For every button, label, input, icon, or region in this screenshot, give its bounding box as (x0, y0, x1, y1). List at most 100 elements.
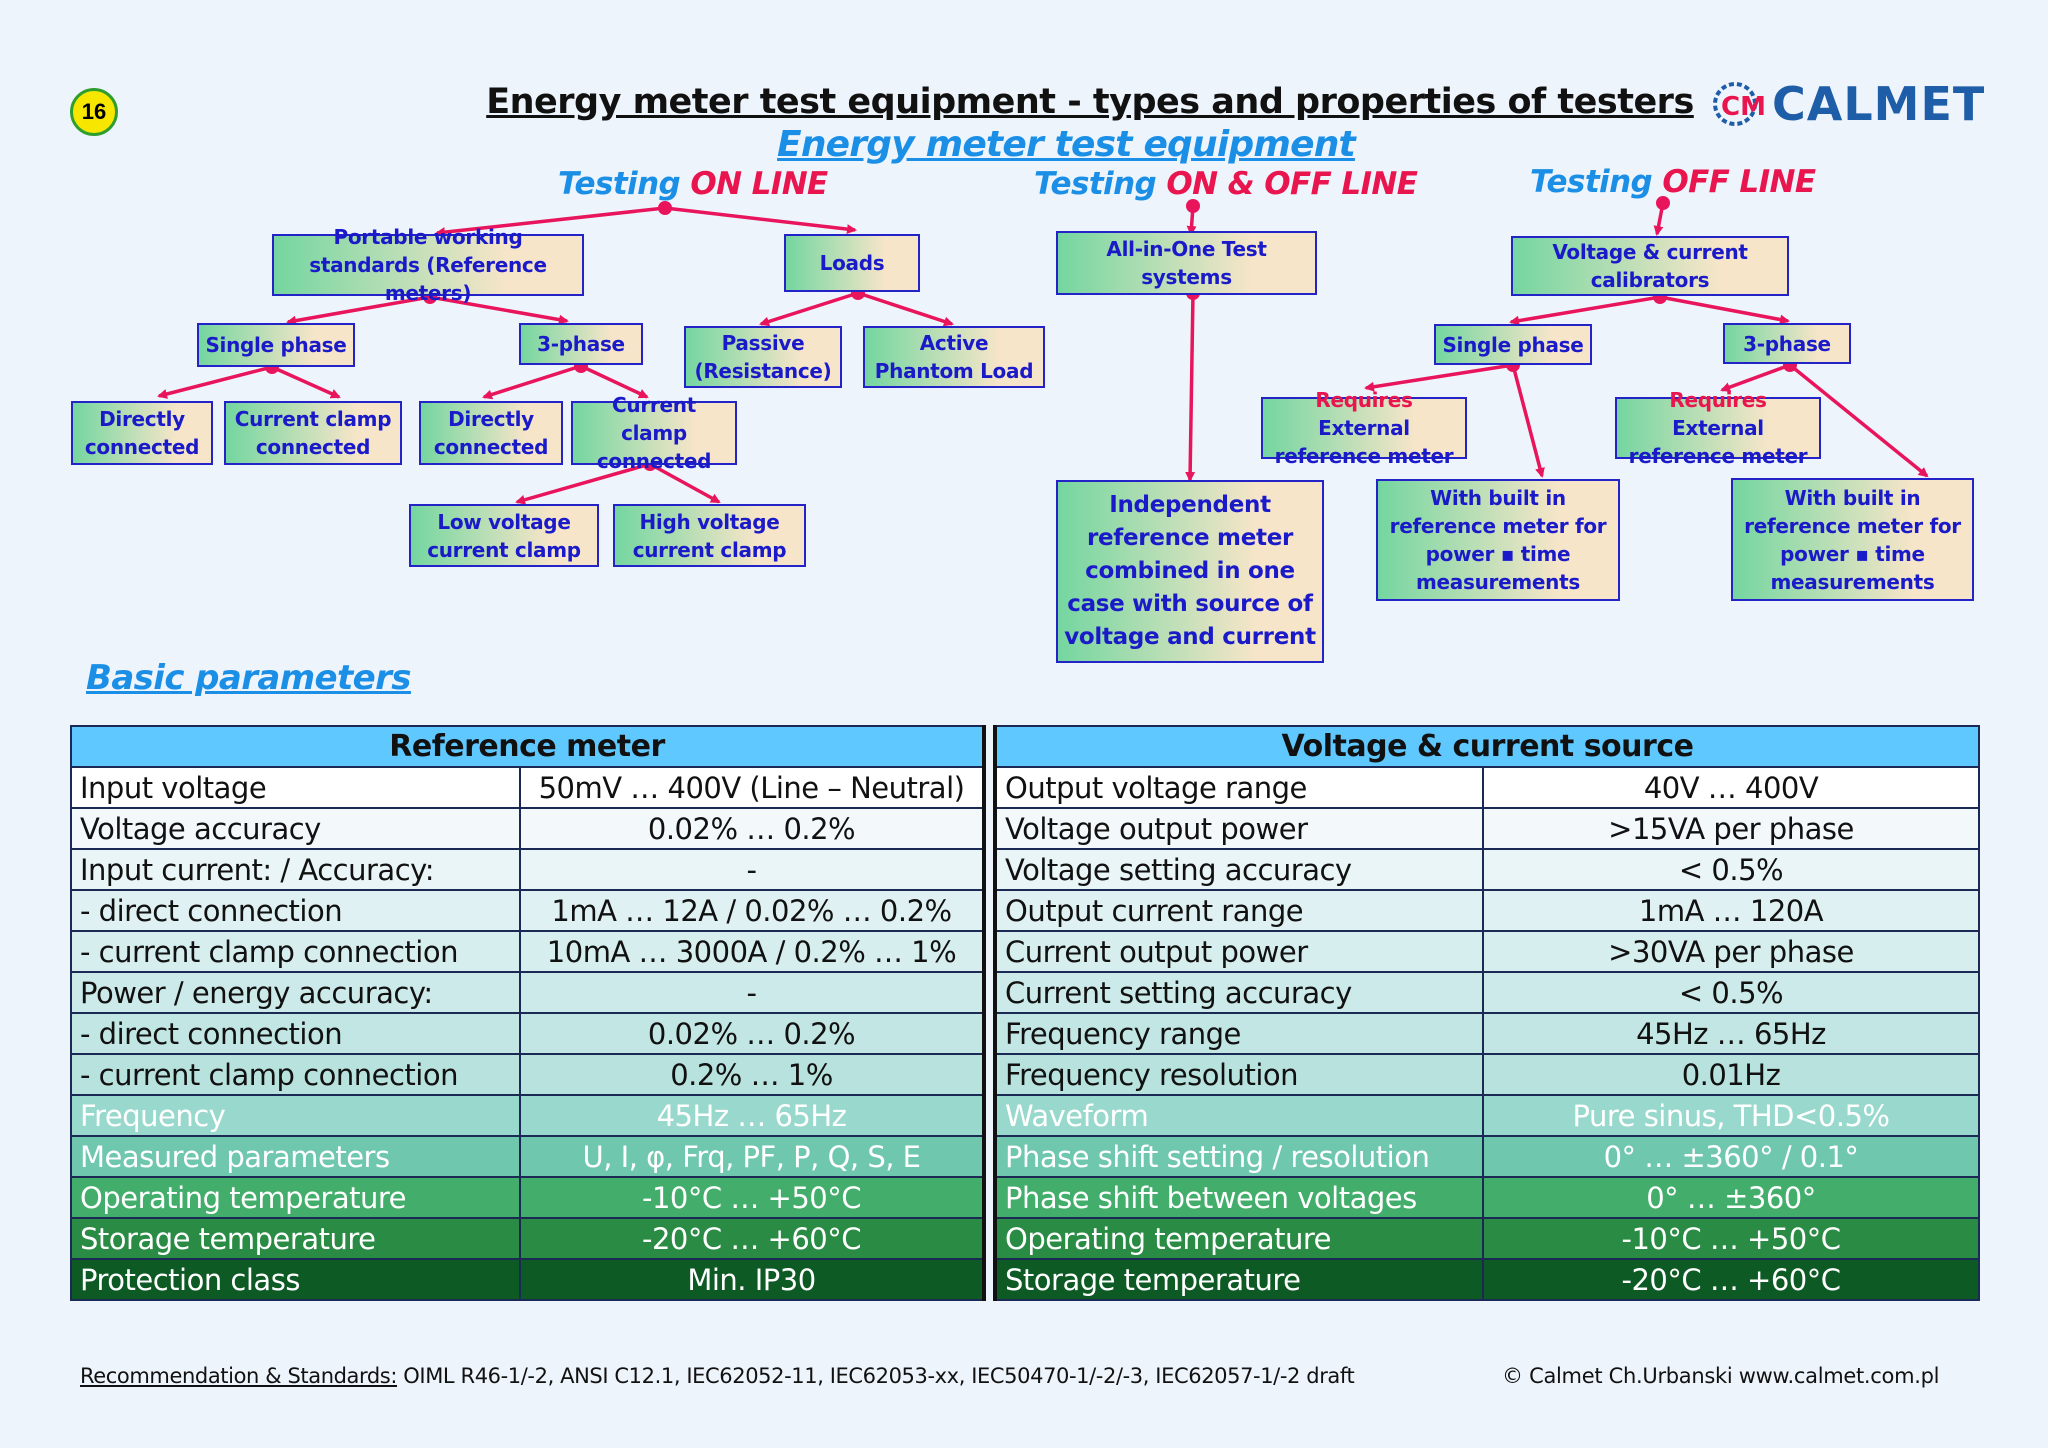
source-label-cell: Storage temperature (994, 1258, 1484, 1301)
current-clamp-connected-box-1: Current clamp connected (224, 401, 402, 465)
high-voltage-clamp-box: High voltage current clamp (613, 504, 806, 567)
reference_meter-value-cell: 45Hz … 65Hz (518, 1094, 986, 1137)
reference_meter-value-cell: U, I, φ, Frq, PF, P, Q, S, E (518, 1135, 986, 1178)
table-row: Current setting accuracy< 0.5% (994, 971, 1980, 1014)
reference_meter-label-cell: Operating temperature (70, 1176, 521, 1219)
directly-connected-box-1: Directly connected (71, 401, 213, 465)
source-value-cell: 0° … ±360° / 0.1° (1482, 1135, 1980, 1178)
single-phase-right-box: Single phase (1434, 324, 1592, 365)
reference_meter-label-cell: Frequency (70, 1094, 521, 1137)
calmet-logo-icon: CM (1713, 82, 1766, 126)
page-title: Energy meter test equipment - types and … (486, 82, 1694, 122)
reference_meter-label-cell: Input current: / Accuracy: (70, 848, 521, 891)
footer-standards-list: OIML R46-1/-2, ANSI C12.1, IEC62052-11, … (397, 1364, 1355, 1388)
testing-on-off-heading: Testing ON & OFF LINE (1034, 166, 1418, 202)
source-value-cell: -20°C … +60°C (1482, 1258, 1980, 1301)
calmet-logo: CM CALMET (1708, 76, 1985, 132)
source-label-cell: Waveform (994, 1094, 1484, 1137)
requires-external-meter-box-2: Requires External reference meter (1615, 388, 1821, 468)
reference_meter-value-cell: Min. IP30 (518, 1258, 986, 1301)
low-voltage-clamp-box: Low voltage current clamp (409, 504, 599, 567)
source-label-cell: Phase shift setting / resolution (994, 1135, 1484, 1178)
three-phase-right-box: 3-phase (1723, 323, 1851, 364)
active-phantom-load-box: Active Phantom Load (863, 326, 1045, 388)
source-value-cell: >30VA per phase (1482, 930, 1980, 973)
table-row: Current output power>30VA per phase (994, 930, 1980, 973)
reference_meter-value-cell: 0.02% … 0.2% (518, 807, 986, 850)
requires-external-meter-box-1: Requires External reference meter (1261, 388, 1467, 468)
basic-parameters-heading: Basic parameters (86, 658, 412, 698)
testing-online-heading: Testing ON LINE (558, 166, 828, 202)
source-label-cell: Voltage setting accuracy (994, 848, 1484, 891)
table-row: Operating temperature-10°C … +50°C (70, 1176, 986, 1219)
voltage-current-source-header: Voltage & current source (994, 725, 1980, 768)
table-row: Voltage setting accuracy< 0.5% (994, 848, 1980, 891)
reference_meter-label-cell: - direct connection (70, 889, 521, 932)
source-value-cell: >15VA per phase (1482, 807, 1980, 850)
footer-standards-label: Recommendation & Standards: (80, 1364, 398, 1388)
reference_meter-value-cell: 10mA … 3000A / 0.2% … 1% (518, 930, 986, 973)
source-label-cell: Frequency range (994, 1012, 1484, 1055)
source-value-cell: 0.01Hz (1482, 1053, 1980, 1096)
source-label-cell: Voltage output power (994, 807, 1484, 850)
builtin-reference-meter-box-1: With built in reference meter for power … (1376, 479, 1620, 601)
source-value-cell: 45Hz … 65Hz (1482, 1012, 1980, 1055)
table-row: Storage temperature-20°C … +60°C (994, 1258, 1980, 1301)
reference_meter-label-cell: - current clamp connection (70, 930, 521, 973)
source-value-cell: < 0.5% (1482, 848, 1980, 891)
source-value-cell: -10°C … +50°C (1482, 1217, 1980, 1260)
portable-working-standards-box: Portable working standards (Reference me… (272, 225, 584, 305)
testing-offline-heading: Testing OFF LINE (1530, 164, 1816, 200)
source-label-cell: Phase shift between voltages (994, 1176, 1484, 1219)
table-row: Storage temperature-20°C … +60°C (70, 1217, 986, 1260)
table-row: Power / energy accuracy:- (70, 971, 986, 1014)
three-phase-left-box: 3-phase (519, 323, 643, 365)
tree-connectors (157, 196, 1929, 505)
footer-standards: Recommendation & Standards: OIML R46-1/-… (80, 1364, 1355, 1388)
reference_meter-value-cell: -10°C … +50°C (518, 1176, 986, 1219)
page-number-badge: 16 (70, 88, 118, 136)
table-row: Input current: / Accuracy:- (70, 848, 986, 891)
source-label-cell: Current setting accuracy (994, 971, 1484, 1014)
all-in-one-box: All-in-One Test systems (1056, 231, 1317, 295)
logo-mark: CM (1721, 92, 1766, 122)
voltage-current-source-table: Voltage & current source Output voltage … (993, 725, 1980, 1301)
source-value-cell: 1mA … 120A (1482, 889, 1980, 932)
reference_meter-value-cell: 0.2% … 1% (518, 1053, 986, 1096)
footer-copyright: © Calmet Ch.Urbanski www.calmet.com.pl (1502, 1364, 1940, 1388)
loads-box: Loads (784, 234, 920, 292)
source-value-cell: 0° … ±360° (1482, 1176, 1980, 1219)
reference_meter-value-cell: 50mV … 400V (Line – Neutral) (518, 766, 986, 809)
source-label-cell: Output voltage range (994, 766, 1484, 809)
source-label-cell: Current output power (994, 930, 1484, 973)
reference_meter-label-cell: Storage temperature (70, 1217, 521, 1260)
source-value-cell: Pure sinus, THD<0.5% (1482, 1094, 1980, 1137)
table-row: Voltage output power>15VA per phase (994, 807, 1980, 850)
page-number: 16 (81, 99, 107, 124)
independent-reference-meter-box: Independent reference meter combined in … (1056, 480, 1324, 663)
passive-resistance-box: Passive (Resistance) (684, 326, 842, 388)
directly-connected-box-2: Directly connected (419, 401, 563, 465)
reference_meter-value-cell: 0.02% … 0.2% (518, 1012, 986, 1055)
current-clamp-connected-box-2: Current clamp connected (571, 393, 737, 473)
reference_meter-label-cell: Measured parameters (70, 1135, 521, 1178)
reference_meter-label-cell: Protection class (70, 1258, 521, 1301)
source-value-cell: < 0.5% (1482, 971, 1980, 1014)
reference_meter-value-cell: - (518, 848, 986, 891)
source-label-cell: Output current range (994, 889, 1484, 932)
reference_meter-value-cell: - (518, 971, 986, 1014)
reference_meter-label-cell: - direct connection (70, 1012, 521, 1055)
single-phase-left-box: Single phase (197, 323, 355, 367)
